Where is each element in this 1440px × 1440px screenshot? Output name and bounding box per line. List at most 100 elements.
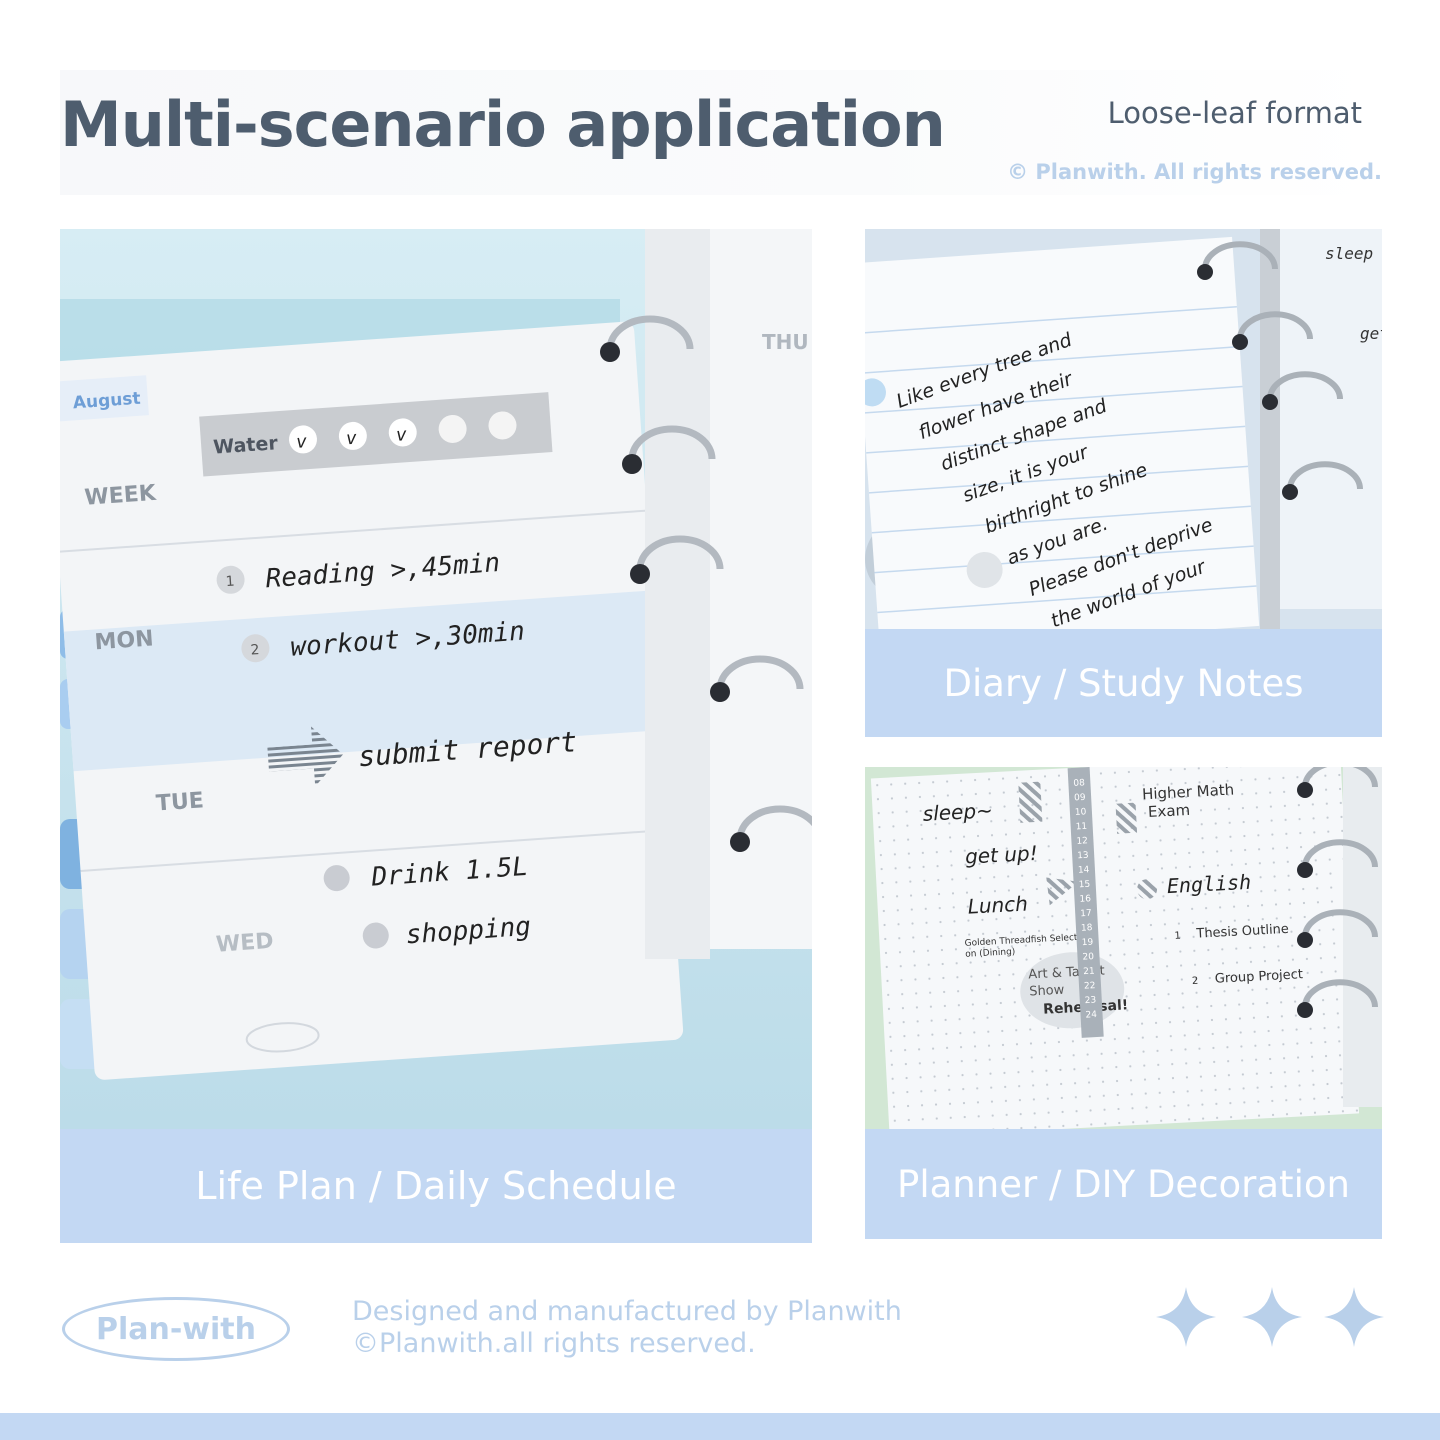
punch-hole xyxy=(730,832,750,852)
page-title: Multi-scenario application xyxy=(60,88,946,161)
sparkle-icon xyxy=(1242,1287,1302,1347)
header-copyright: © Planwith. All rights reserved. xyxy=(1007,160,1382,184)
next-page xyxy=(710,229,812,949)
row-divider xyxy=(80,828,670,872)
margin-dot xyxy=(865,378,886,407)
hour-label: 23 xyxy=(1085,996,1097,1007)
day-label-tue: TUE xyxy=(155,788,205,816)
punch-hole xyxy=(1297,782,1313,798)
hour-label: 09 xyxy=(1074,793,1086,804)
hour-ruler xyxy=(1067,767,1104,1038)
binder-ring xyxy=(1287,461,1363,490)
habit-dot xyxy=(388,418,417,447)
format-label: Loose-leaf format xyxy=(1107,96,1362,130)
binder-ring xyxy=(636,535,724,570)
margin-dot xyxy=(966,551,1003,588)
punch-hole xyxy=(600,342,620,362)
hour-label: 10 xyxy=(1075,807,1087,818)
punch-hole xyxy=(630,564,650,584)
arrow-sticker xyxy=(267,726,344,787)
task-text: Group Project xyxy=(1214,967,1303,987)
punch-hole xyxy=(710,682,730,702)
punch-hole xyxy=(1197,264,1213,280)
panel-life-plan: August Water v v v WEEK MON 1 Reading >,… xyxy=(60,229,812,1243)
hour-label: 13 xyxy=(1077,851,1089,862)
day-label-wed: WED xyxy=(215,929,274,958)
header-bar xyxy=(60,70,1380,195)
punch-hole xyxy=(622,454,642,474)
binder-ring xyxy=(1267,371,1343,400)
habit-dot xyxy=(338,421,367,450)
punch-hole xyxy=(1297,862,1313,878)
binder-ring xyxy=(1237,311,1313,340)
event-text: Show xyxy=(1029,983,1065,1000)
punch-hole xyxy=(1282,484,1298,500)
sparkle-icon xyxy=(1324,1287,1384,1347)
binder-ring xyxy=(1302,767,1378,788)
hour-label: 08 xyxy=(1073,778,1085,789)
punch-hole xyxy=(1297,932,1313,948)
panel-diary: Like every tree and flower have their di… xyxy=(865,229,1382,737)
tue-highlight xyxy=(63,590,663,772)
bullet-dot xyxy=(323,865,350,892)
day-label-week: WEEK xyxy=(84,481,158,511)
binder-ring xyxy=(606,315,694,350)
planner-illustration: sleep~ get up! Lunch Golden Threadfish S… xyxy=(865,767,1382,1139)
hour-label: 15 xyxy=(1078,880,1090,891)
footer-copyright: ©Planwith.all rights reserved. xyxy=(352,1328,756,1359)
binder-ring xyxy=(1202,241,1278,270)
bullet-dot xyxy=(362,922,389,949)
bottom-strip xyxy=(0,1413,1440,1440)
side-word: sleep xyxy=(1325,244,1373,263)
next-page xyxy=(1280,229,1382,609)
washi-sticker xyxy=(1018,781,1043,823)
habit-dot xyxy=(288,425,317,454)
planner-note: sleep~ xyxy=(922,798,993,826)
task-number: 2 xyxy=(1192,976,1199,987)
caption-diary: Diary / Study Notes xyxy=(865,629,1382,737)
notebook-page xyxy=(865,236,1260,653)
life-plan-photo: August Water v v v WEEK MON 1 Reading >,… xyxy=(60,229,812,1129)
life-plan-illustration: August Water v v v WEEK MON 1 Reading >,… xyxy=(60,229,812,1129)
diary-photo: Like every tree and flower have their di… xyxy=(865,229,1382,664)
hour-label: 18 xyxy=(1081,923,1093,934)
task-number-badge xyxy=(216,565,245,594)
habit-check: v xyxy=(395,424,407,446)
hour-label: 16 xyxy=(1079,894,1091,905)
planner-note: Lunch xyxy=(967,891,1028,918)
caption-planner: Planner / DIY Decoration xyxy=(865,1129,1382,1239)
page-logo-stamp xyxy=(245,1022,320,1053)
hour-label: 17 xyxy=(1080,909,1092,920)
binder-ring xyxy=(716,655,804,690)
caption-life-plan: Life Plan / Daily Schedule xyxy=(60,1129,812,1243)
binder-ring xyxy=(1302,839,1378,868)
diary-illustration: Like every tree and flower have their di… xyxy=(865,229,1382,664)
side-word: get xyxy=(1360,324,1382,343)
habit-label: Water xyxy=(213,432,279,458)
punch-hole xyxy=(1297,1002,1313,1018)
habit-dot xyxy=(438,414,467,443)
footer-credit: Designed and manufactured by Planwith xyxy=(352,1296,902,1327)
hour-label: 22 xyxy=(1084,981,1096,992)
task-number: 2 xyxy=(250,642,260,659)
binder-ring xyxy=(1302,979,1378,1008)
task-text: Thesis Outline xyxy=(1195,922,1289,942)
dot-grid xyxy=(870,767,1360,1139)
exam-text: Higher Math xyxy=(1142,781,1235,804)
hour-label: 12 xyxy=(1076,836,1088,847)
brand-logo: Plan-with xyxy=(62,1297,290,1361)
exam-text: Exam xyxy=(1148,801,1191,821)
punch-hole xyxy=(1262,394,1278,410)
task-number: 1 xyxy=(225,574,235,591)
hour-label: 14 xyxy=(1078,865,1090,876)
punch-hole xyxy=(1232,334,1248,350)
sparkle-icon xyxy=(1156,1287,1216,1347)
pattern-sticker xyxy=(1115,802,1138,834)
binder-ring xyxy=(628,425,716,460)
binder-ring xyxy=(736,805,812,840)
task-number: 1 xyxy=(1174,930,1181,941)
binder-ring xyxy=(1302,909,1378,938)
hour-label: 21 xyxy=(1083,967,1095,978)
lunch-detail: on (Dining) xyxy=(965,947,1016,960)
